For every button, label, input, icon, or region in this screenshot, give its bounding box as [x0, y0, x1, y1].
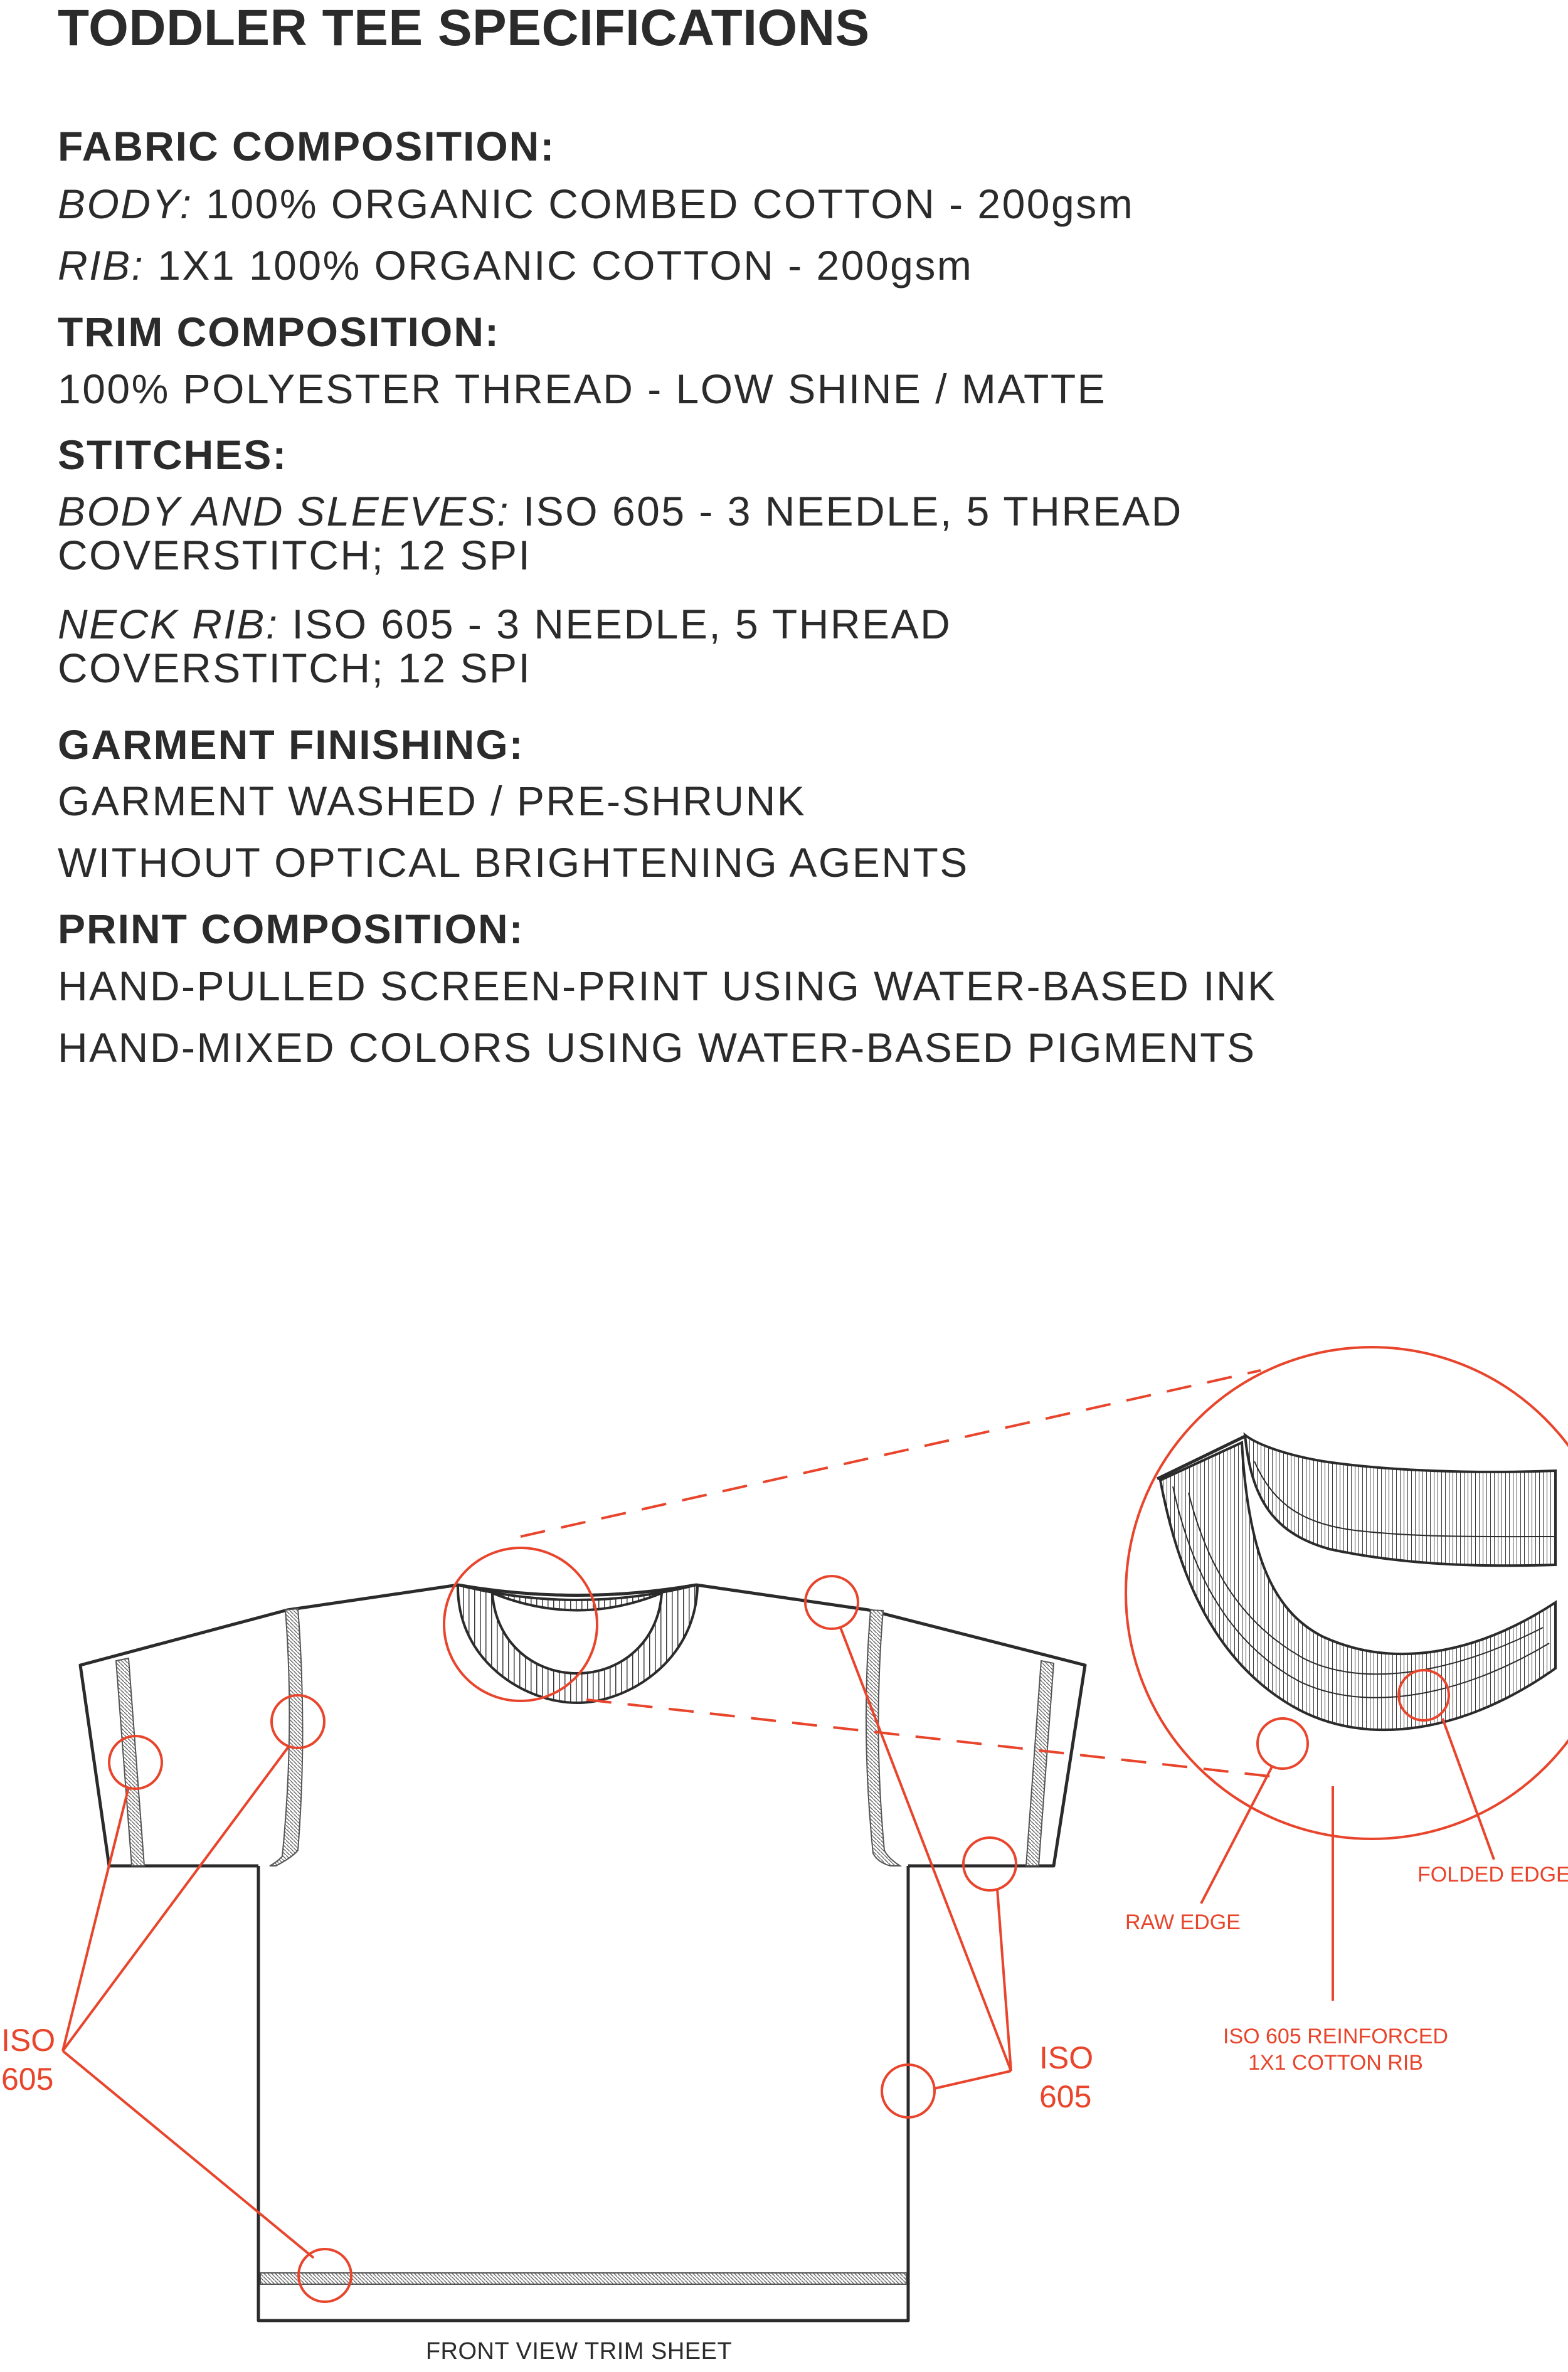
- iso-605-left-label: ISO 605: [1, 2021, 55, 2099]
- stitches-neck-line-2: COVERSTITCH; 12 SPI: [58, 645, 532, 691]
- rib-label-line-2: 1X1 COTTON RIB: [1248, 2051, 1423, 2075]
- finishing-heading: GARMENT FINISHING:: [58, 721, 524, 768]
- print-heading: PRINT COMPOSITION:: [58, 906, 524, 952]
- stitches-neck-line: NECK RIB: ISO 605 - 3 NEEDLE, 5 THREAD: [58, 602, 951, 646]
- rib-reinforced-label: ISO 605 REINFORCED 1X1 COTTON RIB: [1223, 2023, 1448, 2076]
- zoom-circle: [1125, 1346, 1568, 1840]
- fabric-body-text: 100% ORGANIC COMBED COTTON - 200gsm: [193, 181, 1135, 227]
- collar-zoom-detail: [1156, 1432, 1557, 1732]
- finishing-line-1: GARMENT WASHED / PRE-SHRUNK: [58, 778, 807, 824]
- stitches-neck-text: ISO 605 - 3 NEEDLE, 5 THREAD: [278, 601, 952, 647]
- fabric-body-line: BODY: 100% ORGANIC COMBED COTTON - 200gs…: [58, 182, 1134, 226]
- collar-rib: [457, 1583, 699, 1705]
- iso-605-right-label: ISO 605: [1039, 2038, 1093, 2116]
- print-line-2: HAND-MIXED COLORS USING WATER-BASED PIGM…: [58, 1024, 1256, 1071]
- rib-label-line-1: ISO 605 REINFORCED: [1223, 2025, 1448, 2048]
- zoom-projection-lines: [520, 1369, 1286, 1779]
- fabric-rib-label: RIB:: [58, 242, 145, 289]
- trim-heading: TRIM COMPOSITION:: [58, 309, 500, 355]
- fabric-body-label: BODY:: [58, 181, 193, 227]
- iso-left-line-1: ISO: [1, 2023, 56, 2058]
- callout-leaders: [61, 1627, 1495, 2259]
- finishing-line-2: WITHOUT OPTICAL BRIGHTENING AGENTS: [58, 839, 969, 886]
- drawing-caption: FRONT VIEW TRIM SHEET: [425, 2338, 733, 2364]
- iso-right-line-1: ISO: [1039, 2040, 1094, 2075]
- stitches-body-label: BODY AND SLEEVES:: [58, 488, 511, 534]
- fabric-rib-text: 1X1 100% ORGANIC COTTON - 200gsm: [144, 242, 973, 289]
- fabric-rib-line: RIB: 1X1 100% ORGANIC COTTON - 200gsm: [58, 243, 973, 287]
- stitches-body-line-2: COVERSTITCH; 12 SPI: [58, 532, 532, 578]
- stitches-heading: STITCHES:: [58, 432, 288, 478]
- callout-circles: [108, 1547, 1450, 2303]
- stitches-neck-label: NECK RIB:: [58, 601, 279, 647]
- print-line-1: HAND-PULLED SCREEN-PRINT USING WATER-BAS…: [58, 963, 1277, 1009]
- stitches-body-text: ISO 605 - 3 NEEDLE, 5 THREAD: [510, 488, 1183, 534]
- trim-line: 100% POLYESTER THREAD - LOW SHINE / MATT…: [58, 366, 1107, 412]
- page-title: TODDLER TEE SPECIFICATIONS: [58, 0, 870, 56]
- folded-edge-label: FOLDED EDGE: [1417, 1863, 1568, 1887]
- tee-outline: [78, 1583, 1087, 2322]
- stitches-body-line: BODY AND SLEEVES: ISO 605 - 3 NEEDLE, 5 …: [58, 489, 1183, 533]
- coverstitch-seams: [115, 1607, 1055, 2285]
- fabric-heading: FABRIC COMPOSITION:: [58, 123, 556, 169]
- iso-left-line-2: 605: [1, 2062, 54, 2097]
- raw-edge-label: RAW EDGE: [1125, 1910, 1241, 1934]
- iso-right-line-2: 605: [1039, 2079, 1092, 2114]
